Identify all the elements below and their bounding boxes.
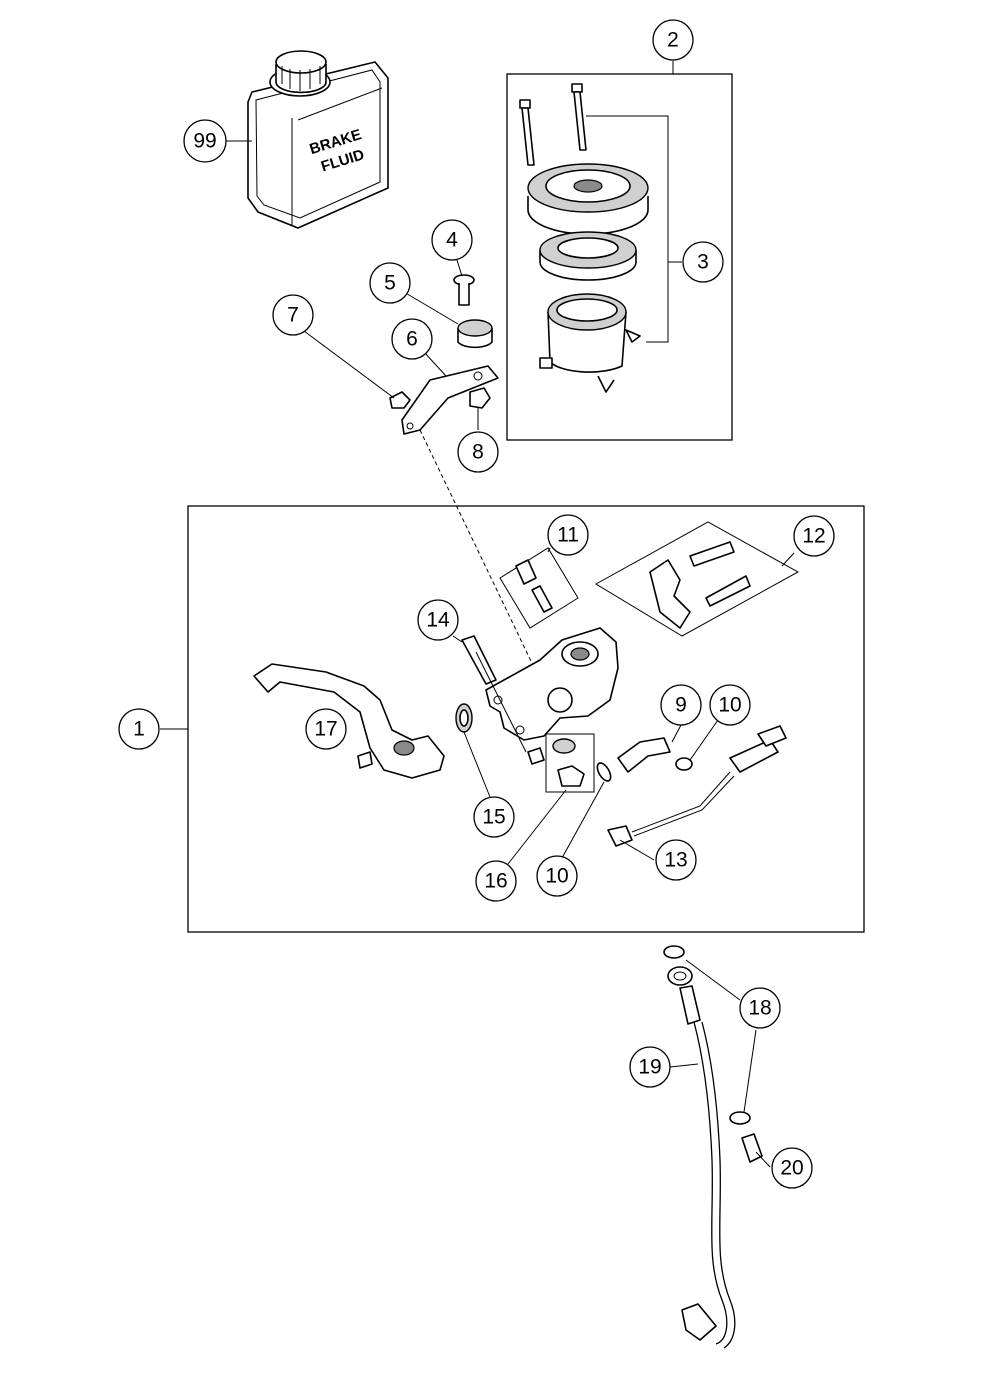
callout-99: 99 [183,119,227,163]
part-8-nut [469,387,491,409]
svg-text:10: 10 [545,865,568,888]
svg-text:99: 99 [193,130,216,153]
callout-16: 16 [475,860,517,902]
callout-11: 11 [547,514,589,556]
svg-text:14: 14 [426,609,450,632]
brake-fluid-can: BRAKE FLUID [247,50,389,229]
callout-12: 12 [793,515,835,557]
reservoir-bracket-line [586,115,682,343]
part-20-banjo-bolt [741,1133,763,1163]
reservoir-diaphragm [539,231,637,281]
part-9-hose [617,737,671,773]
part-18-ring-bottom [729,1111,751,1125]
assembly-axis-line [419,429,543,685]
part-14-pin [461,635,497,685]
callout-14: 14 [417,599,459,641]
callout-13: 13 [655,839,697,881]
reservoir-screws [519,83,587,166]
callout-2: 2 [652,19,694,61]
callout-7: 7 [272,294,314,336]
reservoir-cap [527,163,649,235]
svg-text:19: 19 [638,1056,661,1079]
part-7-nut [389,391,411,409]
callout-18: 18 [739,987,781,1029]
callout-9: 9 [660,684,702,726]
callout-6: 6 [391,318,433,360]
svg-text:5: 5 [384,272,396,295]
callout-4: 4 [431,219,473,261]
svg-text:8: 8 [472,441,484,464]
svg-text:6: 6 [406,328,418,351]
svg-text:4: 4 [446,229,458,252]
svg-text:18: 18 [748,997,771,1020]
part-15-bushing [455,703,473,733]
reservoir-body [539,293,641,393]
part-11-frame [499,547,579,629]
part-12-frame [595,521,800,637]
svg-text:16: 16 [484,870,507,893]
svg-text:15: 15 [482,806,505,829]
svg-text:9: 9 [675,694,687,717]
callout-3: 3 [682,241,724,283]
svg-text:13: 13 [664,849,687,872]
callout-10-upper: 10 [709,684,751,726]
part-5-grommet [457,319,493,349]
svg-text:3: 3 [697,251,709,274]
part-7b-nut [527,747,545,765]
part-10-clip-upper [675,757,693,771]
callout-20: 20 [771,1147,813,1189]
callout-10-lower: 10 [536,855,578,897]
svg-text:11: 11 [557,524,579,547]
brake-lever [253,663,445,779]
svg-text:20: 20 [780,1157,803,1180]
part-6-bracket [401,365,499,435]
svg-text:17: 17 [314,718,337,741]
svg-text:12: 12 [802,525,825,548]
master-cylinder-body [485,627,619,741]
part-11-bleeder [515,559,553,613]
svg-text:7: 7 [287,304,299,327]
part-16-fitting [552,738,585,787]
callout-5: 5 [369,262,411,304]
callout-8: 8 [457,431,499,473]
part-4-screw [453,274,475,306]
part-19-brake-line [667,966,736,1349]
part-16-frame [545,733,595,793]
svg-text:1: 1 [133,718,145,741]
callout-17: 17 [305,708,347,750]
part-10-clip-lower [596,762,612,782]
master-cylinder-group-frame [187,505,865,933]
reservoir-group-frame [506,73,733,441]
part-13-switch [607,725,787,847]
leader-lines [160,61,795,1168]
svg-text:10: 10 [718,694,741,717]
callout-1: 1 [118,708,160,750]
svg-text:2: 2 [667,29,679,52]
callout-19: 19 [629,1046,671,1088]
part-18-ring-top [663,945,685,959]
part-12-clamp [649,541,751,629]
callout-15: 15 [473,796,515,838]
